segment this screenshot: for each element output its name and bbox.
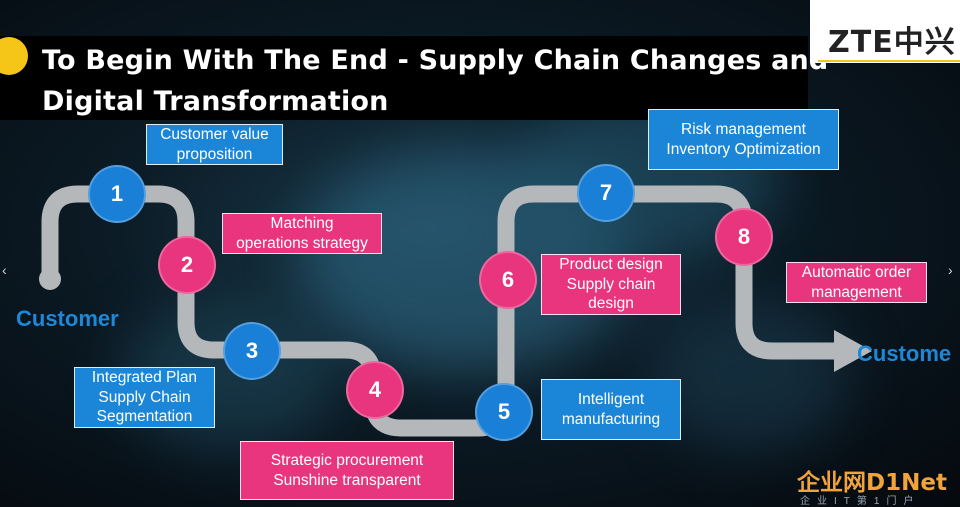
step-circle-6: 6 [479,251,537,309]
step-label-text: Matching [270,215,334,233]
logo-underline [818,60,960,62]
step-label-text: management [811,283,902,301]
step-label-5: Intelligent manufacturing [541,379,681,440]
step-label-text: Segmentation [96,408,193,426]
step-label-text: Integrated Plan [91,369,198,387]
step-label-text: Sunshine transparent [273,471,421,489]
start-label: Customer [16,306,119,331]
step-label-text: Intelligent [577,391,645,409]
step-label-7: Risk management Inventory Optimization [648,109,839,170]
step-label-text: Risk management [681,121,806,139]
title-bar [0,36,808,120]
step-label-6: Product design Supply chain design [541,254,681,315]
step-label-text: Supply Chain [98,388,191,406]
watermark-logo: 企业网D1Net [797,470,947,496]
step-label-text: design [588,295,634,313]
step-label-2: Matching operations strategy [222,213,382,254]
step-label-text: proposition [176,145,253,163]
step-circle-7: 7 [577,164,635,222]
step-circle-5: 5 [475,383,533,441]
page-title-line1: To Begin With The End - Supply Chain Cha… [42,45,829,76]
step-label-text: Automatic order [801,264,912,282]
step-label-text: Customer value [160,126,269,144]
chevron-right-icon[interactable]: › [948,262,953,278]
step-label-text: Supply chain [566,275,656,293]
step-label-text: Inventory Optimization [666,140,821,158]
step-label-text: operations strategy [236,234,368,252]
step-label-8: Automatic order management [786,262,927,303]
step-circle-4: 4 [346,361,404,419]
step-label-1: Customer value proposition [146,124,283,165]
end-label: Custome [857,341,952,366]
step-label-text: Product design [559,256,663,274]
path-start-dot [39,268,61,290]
step-circle-2: 2 [158,236,216,294]
page-title-line2: Digital Transformation [42,86,389,117]
step-circle-1: 1 [88,165,146,223]
step-label-4: Strategic procurement Sunshine transpare… [240,441,454,500]
watermark-subtitle: 企业IT第1门户 [800,496,921,507]
step-label-3: Integrated Plan Supply Chain Segmentatio… [74,367,215,428]
path-arrowhead [834,330,872,372]
step-label-text: manufacturing [561,410,661,428]
company-logo: ZTE中兴 [828,25,956,60]
step-circle-8: 8 [715,208,773,266]
step-label-text: Strategic procurement [270,452,424,470]
chevron-left-icon[interactable]: ‹ [2,262,7,278]
path-line [41,185,838,437]
step-circle-3: 3 [223,322,281,380]
logo-area [810,0,960,63]
